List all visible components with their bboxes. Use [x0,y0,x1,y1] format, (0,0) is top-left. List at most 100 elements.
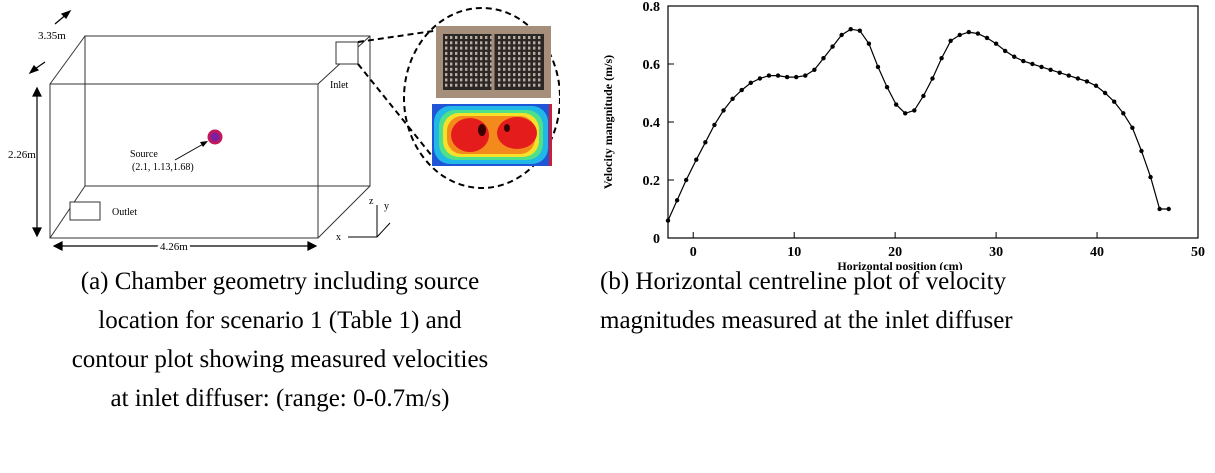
data-point [730,96,735,102]
data-point [1121,111,1126,116]
x-tick-label: 20 [888,245,902,260]
axes-triad [348,205,391,238]
data-point [1012,54,1017,59]
data-point [757,76,763,81]
source-label: Source [130,149,158,160]
y-axis-label: Velocity mangnitude (m/s) [601,55,615,189]
data-point [830,44,835,49]
source-pointer-head [200,141,208,147]
height-dimension-label: 2.26m [8,149,36,161]
data-point [975,31,981,36]
data-point [748,80,753,86]
data-point [721,108,726,113]
zoom-connector [357,7,560,189]
caption-a-line: contour plot showing measured velocities [71,346,489,373]
chamber-geometry-diagram: 3.35m 2.26m 4.26m Outlet Inlet Source (2… [8,7,560,256]
data-point [875,64,881,70]
data-point [812,67,817,73]
source-coordinates: (2.1, 1.13,1.68) [132,162,194,173]
data-point [674,198,680,203]
caption-b-line: magnitudes measured at the inlet diffuse… [600,307,1013,334]
data-point [1057,70,1062,75]
caption-a-line: (a) Chamber geometry including source [80,268,480,295]
source-pointer [174,142,206,161]
caption-b-line: (b) Horizontal centreline plot of veloci… [600,268,1007,295]
data-point [775,73,781,78]
x-axis-label: Horizontal position (cm) [837,259,962,270]
data-point [712,122,717,128]
data-point [903,111,908,116]
data-point [665,218,671,223]
data-point [694,157,699,162]
series-line [667,28,1169,221]
data-point [1166,206,1171,212]
velocity-line-chart: 0 0.2 0.4 0.6 0.8 0 10 20 30 40 50 Horizontal pos… [601,0,1205,270]
data-point [1039,64,1044,70]
diffuser-photo [436,26,551,98]
axis-x-label: x [336,232,341,243]
data-point [912,108,917,113]
depth-dimension-arrows [28,9,72,75]
data-point [1139,148,1144,154]
data-point [948,38,953,43]
data-point [784,74,790,80]
axis-z-label: z [369,196,374,207]
data-point [966,29,972,35]
caption-a-line: location for scenario 1 (Table 1) and [98,307,462,334]
source-marker [207,129,223,145]
data-point [921,93,926,99]
data-point [1066,73,1071,78]
depth-dimension-label: 3.35m [38,30,66,42]
data-point [957,32,962,38]
data-point [821,56,826,61]
chamber-outline [49,35,371,239]
x-tick-label: 10 [787,245,801,260]
data-point [993,41,999,46]
data-point [1157,206,1162,212]
x-tick-label: 50 [1191,245,1205,260]
data-point [839,32,844,38]
data-point [930,76,935,81]
y-tick-label: 0.8 [643,0,661,15]
y-tick-label: 0.2 [643,174,661,189]
data-point [848,27,853,32]
outlet-label: Outlet [112,207,137,218]
data-point [1112,99,1117,104]
data-point [893,102,899,107]
caption-a: (a) Chamber geometry including source lo… [0,262,560,418]
width-dimension-arrow [52,241,318,251]
y-tick-label: 0.6 [643,58,661,73]
x-tick-label: 40 [1090,245,1104,260]
data-point [1021,58,1026,64]
outlet-box [69,201,101,221]
inlet-label: Inlet [330,80,349,91]
data-point [939,56,944,61]
data-point [1093,83,1099,88]
data-point [1130,125,1135,130]
data-point [1102,90,1108,96]
x-tick-label: 30 [989,245,1003,260]
caption-a-line: at inlet diffuser: (range: 0-0.7m/s) [110,385,450,412]
data-point [866,41,872,46]
height-dimension-arrow [32,86,42,238]
axis-y-label: y [384,201,389,212]
y-tick-label: 0 [653,232,660,247]
data-point [683,177,689,183]
data-point [1048,67,1053,73]
data-point [1148,174,1153,180]
data-point [739,87,744,93]
data-point [1084,79,1090,84]
plot-area-frame [667,5,1199,239]
data-point [703,140,708,145]
data-point [1002,48,1008,54]
velocity-contour-plot [432,104,552,166]
caption-b: (b) Horizontal centreline plot of veloci… [600,262,1180,340]
inlet-box [335,41,359,65]
y-tick-label: 0.4 [643,116,661,131]
data-point [1030,61,1035,67]
width-dimension-label: 4.26m [160,241,188,253]
data-point [884,85,890,90]
x-tick-label: 0 [690,245,697,260]
data-point [857,28,863,33]
data-point [766,73,772,78]
